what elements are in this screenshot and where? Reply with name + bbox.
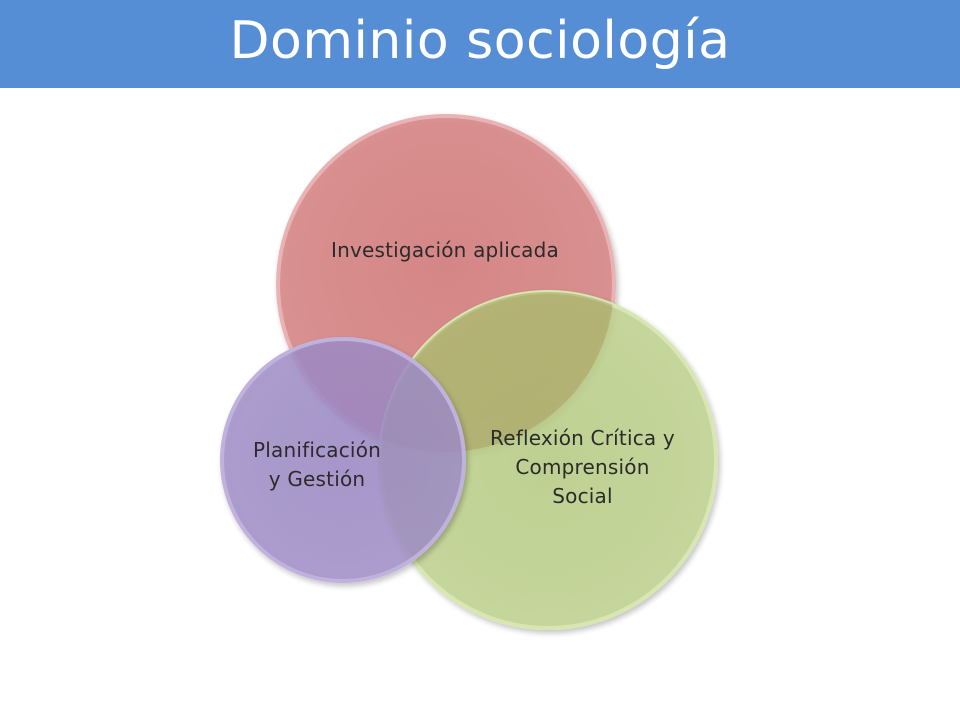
circle-planificacion bbox=[220, 337, 466, 583]
label-reflexion: Reflexión Crítica y Comprensión Social bbox=[490, 426, 675, 508]
label-planificacion: Planificación y Gestión bbox=[252, 438, 382, 491]
overlap-red-green bbox=[380, 292, 614, 452]
title-bar: Dominio sociología bbox=[0, 0, 960, 88]
label-investigacion: Investigación aplicada bbox=[331, 238, 559, 262]
slide-title: Dominio sociología bbox=[229, 11, 731, 71]
